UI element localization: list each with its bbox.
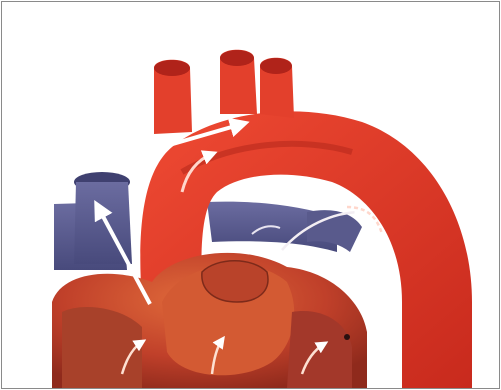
heart-body (52, 253, 367, 388)
